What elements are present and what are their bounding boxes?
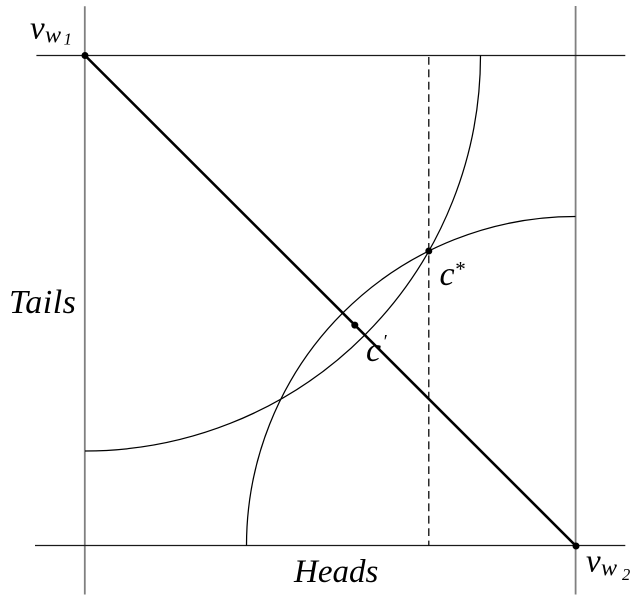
svg-text:c: c	[366, 332, 381, 369]
svg-text:*: *	[454, 257, 465, 281]
svg-text:c: c	[440, 256, 455, 293]
svg-text:Tails: Tails	[9, 284, 76, 321]
svg-text:v: v	[30, 11, 45, 47]
svg-text:w: w	[45, 23, 61, 49]
svg-text:′: ′	[383, 332, 388, 353]
svg-text:1: 1	[64, 30, 73, 49]
svg-text:Heads: Heads	[293, 554, 378, 590]
svg-text:w: w	[601, 556, 617, 582]
svg-text:v: v	[586, 544, 601, 580]
svg-text:2: 2	[622, 565, 630, 584]
